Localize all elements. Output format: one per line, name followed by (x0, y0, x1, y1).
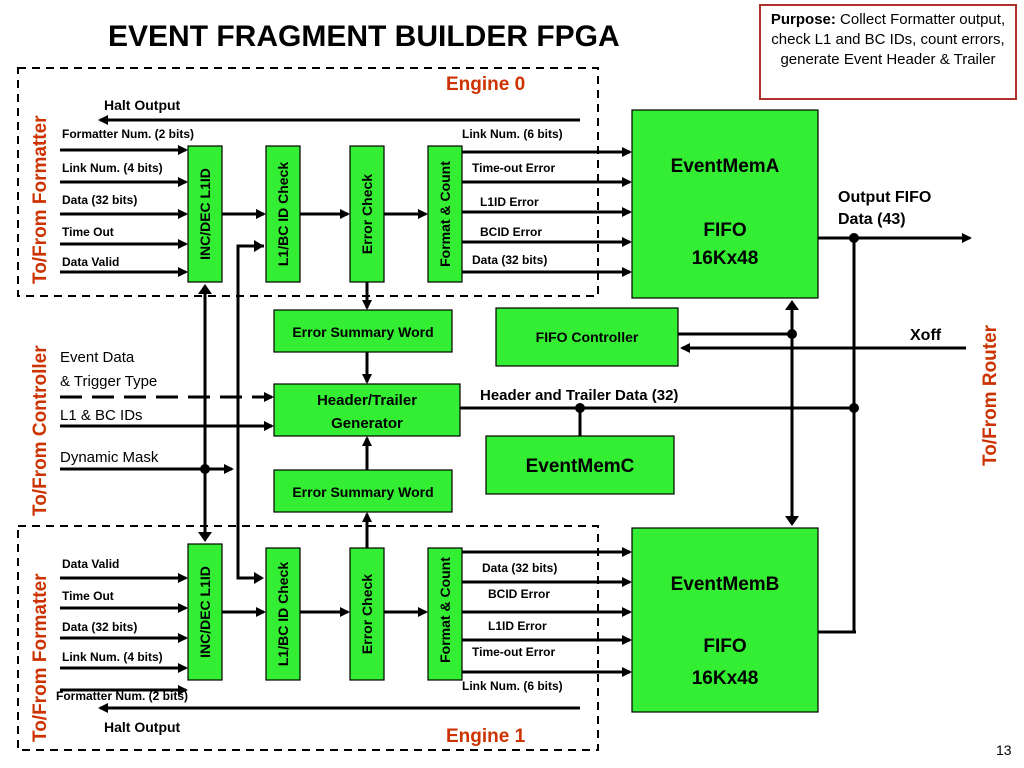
error-summary-word-top-label: Error Summary Word (292, 324, 433, 340)
engine0-input-label: Formatter Num. (2 bits) (62, 127, 194, 141)
error-summary-word-top (273, 309, 453, 353)
header-trailer-generator-block (273, 383, 461, 437)
eventmema-name: EventMemA (671, 156, 780, 177)
engine1-block-label: INC/DEC L1ID (197, 566, 213, 658)
l1bc-routing-arrowhead-top (254, 240, 264, 252)
engine0-input-label: Link Num. (4 bits) (62, 161, 163, 175)
header-trailer-data-label: Header and Trailer Data (32) (480, 387, 678, 404)
engine0-input-label: Data (32 bits) (62, 193, 137, 207)
engine0-format-count-block (427, 145, 463, 283)
inc-dec-link-arrowhead-down (198, 532, 212, 542)
engine1-block-label: Format & Count (437, 557, 453, 663)
engine0-block-label: INC/DEC L1ID (197, 168, 213, 260)
output-fifo-label-line1: Output FIFO (838, 189, 931, 206)
engine0-output-label: Link Num. (6 bits) (462, 127, 563, 141)
controller-input-label: Event Data (60, 349, 135, 366)
header-trailer-label-line1: Header/Trailer (317, 392, 417, 409)
engine0-output-label: Data (32 bits) (472, 253, 547, 267)
eventmemb-block (631, 527, 819, 713)
controller-input-label: Dynamic Mask (60, 449, 159, 466)
side-label-formatter-bottom: To/From Formatter (30, 573, 51, 742)
purpose-label: Purpose: (770, 11, 836, 28)
engine1-output-label: Data (32 bits) (482, 561, 557, 575)
mem-control-arrowhead-up (785, 300, 799, 310)
engine0-block-label: Error Check (359, 174, 375, 254)
engine1-l1bc-id-check-block (265, 547, 301, 681)
engine0-l1bc-id-check-block (265, 145, 301, 283)
engine0-error-check-block (349, 145, 385, 283)
engine1-input-label: Data Valid (62, 557, 119, 571)
controller-input-label: & Trigger Type (60, 373, 157, 390)
eventmema-fifo: FIFO (703, 220, 746, 241)
engine1-output-label: Time-out Error (472, 645, 555, 659)
eventmemc-block (485, 435, 675, 495)
engine1-halt-label: Halt Output (104, 719, 181, 735)
eventmemb-name: EventMemB (671, 574, 780, 595)
engine0-label: Engine 0 (446, 74, 525, 95)
eventmema-block (631, 109, 819, 299)
engine1-output-label: BCID Error (488, 587, 550, 601)
engine1-input-label: Data (32 bits) (62, 620, 137, 634)
purpose-text: Collect Formatter output, check L1 and B… (771, 11, 1006, 68)
engine1-frame (17, 525, 599, 751)
engine1-block-label: Error Check (359, 574, 375, 654)
side-label-formatter-top: To/From Formatter (30, 115, 51, 284)
eventmemc-label: EventMemC (526, 456, 635, 477)
engine0-output-label: L1ID Error (480, 195, 539, 209)
side-label-router: To/From Router (980, 324, 1001, 466)
engine1-input-label: Formatter Num. (2 bits) (56, 689, 188, 703)
header-trailer-label-line2: Generator (331, 415, 403, 432)
engine1-error-check-block (349, 547, 385, 681)
engine0-output-label: Time-out Error (472, 161, 555, 175)
engine1-inc-dec-l1id-block (187, 543, 223, 681)
engine0-block-label: Format & Count (437, 161, 453, 267)
purpose-box: Purpose: Collect Formatter output, check… (759, 4, 1017, 100)
eventmemb-fifo: FIFO (703, 636, 746, 657)
inc-dec-link-arrowhead-up (198, 284, 212, 294)
error-summary-word-bottom (273, 469, 453, 513)
engine0-halt-label: Halt Output (104, 97, 181, 113)
engine1-output-label: L1ID Error (488, 619, 547, 633)
engine0-input-label: Time Out (62, 225, 114, 239)
controller-input-label: L1 & BC IDs (60, 407, 143, 424)
l1bc-routing-arrowhead-bottom (254, 572, 264, 584)
diagram-title: EVENT FRAGMENT BUILDER FPGA (108, 20, 620, 53)
page-number: 13 (996, 742, 1012, 758)
error-summary-word-bottom-label: Error Summary Word (292, 484, 433, 500)
engine0-input-label: Data Valid (62, 255, 119, 269)
side-label-controller: To/From Controller (30, 345, 51, 516)
engine1-output-label: Link Num. (6 bits) (462, 679, 563, 693)
engine1-label: Engine 1 (446, 726, 526, 747)
fifo-controller-block (495, 307, 679, 367)
engine1-format-count-block (427, 547, 463, 681)
engine0-output-label: BCID Error (480, 225, 542, 239)
l1bc-routing-line (236, 244, 264, 580)
engine1-block-label: L1/BC ID Check (275, 562, 291, 666)
engine1-input-label: Link Num. (4 bits) (62, 650, 163, 664)
eventmema-size: 16Kx48 (692, 248, 759, 269)
output-fifo-label-line2: Data (43) (838, 211, 906, 228)
engine1-input-label: Time Out (62, 589, 114, 603)
fifo-controller-label: FIFO Controller (536, 329, 639, 345)
mem-control-arrowhead-down (785, 516, 799, 526)
xoff-label: Xoff (910, 327, 942, 344)
engine0-block-label: L1/BC ID Check (275, 162, 291, 266)
eventmemb-size: 16Kx48 (692, 668, 759, 689)
